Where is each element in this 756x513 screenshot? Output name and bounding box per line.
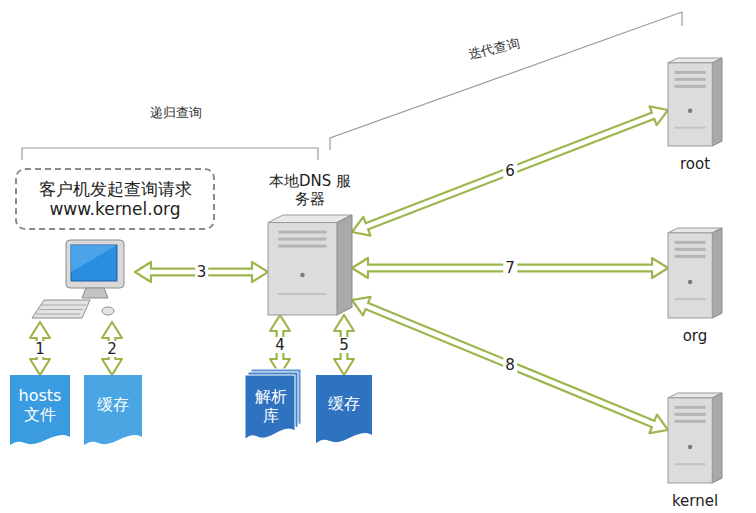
server-icon bbox=[668, 228, 722, 318]
server-icon bbox=[668, 393, 722, 483]
callout-box: 客户机发起查询请求www.kernel.org bbox=[15, 168, 215, 230]
server-icon bbox=[668, 58, 722, 146]
arrow-core bbox=[364, 115, 656, 228]
step-number: 3 bbox=[195, 264, 209, 280]
pc-icon bbox=[30, 238, 135, 322]
query-arrow bbox=[352, 297, 668, 433]
query-arrow bbox=[30, 322, 50, 375]
bracket-label: 递归查询 bbox=[150, 104, 202, 122]
step-number: 1 bbox=[33, 341, 47, 357]
text-block: org bbox=[648, 324, 742, 348]
step-number: 5 bbox=[337, 337, 351, 353]
doc-sheet bbox=[84, 375, 142, 445]
stack-node: 解析 库 bbox=[245, 375, 301, 445]
step-number: 6 bbox=[503, 163, 517, 179]
node-label: root bbox=[680, 155, 710, 173]
text-block: kernel bbox=[648, 489, 742, 513]
node-label: 缓存 bbox=[328, 394, 360, 413]
step-number: 8 bbox=[503, 357, 517, 373]
callout-text: www.kernel.org bbox=[49, 199, 180, 219]
doc-sheet bbox=[316, 375, 372, 443]
text-block: 解析 库 bbox=[245, 377, 297, 435]
node-label: org bbox=[683, 327, 708, 345]
text-block: 缓存 bbox=[316, 375, 372, 433]
doc-sheet bbox=[245, 375, 295, 439]
recursive-bracket bbox=[22, 148, 318, 160]
server-icon bbox=[268, 215, 352, 315]
server-body bbox=[668, 393, 722, 483]
text-block: 缓存 bbox=[84, 375, 142, 435]
server-body bbox=[668, 58, 722, 146]
server-node: kernel bbox=[668, 393, 722, 483]
query-arrow bbox=[352, 106, 668, 235]
doc-node: 缓存 bbox=[316, 375, 372, 445]
text-block: 本地DNS 服务器 bbox=[262, 169, 358, 211]
text-block: root bbox=[648, 152, 742, 176]
pc-node: 客户机发起查询请求www.kernel.org bbox=[30, 238, 135, 322]
step-number: 7 bbox=[503, 260, 517, 276]
doc-node: 缓存 bbox=[84, 375, 142, 447]
query-arrow bbox=[270, 315, 290, 375]
node-label: 本地DNS 服务器 bbox=[266, 172, 354, 208]
server-body bbox=[268, 215, 352, 315]
query-arrow bbox=[352, 258, 668, 278]
step-number: 4 bbox=[273, 337, 287, 353]
text-block: hosts 文件 bbox=[10, 375, 70, 435]
computer-icon bbox=[32, 240, 124, 318]
doc-sheet bbox=[10, 375, 70, 445]
server-node: 本地DNS 服务器 bbox=[268, 215, 352, 315]
doc-node: hosts 文件 bbox=[10, 375, 70, 447]
bracket-label: 迭代查询 bbox=[467, 34, 522, 64]
query-arrow bbox=[102, 322, 122, 375]
query-arrow bbox=[135, 262, 268, 282]
node-label: 解析 库 bbox=[249, 387, 293, 425]
node-label: kernel bbox=[672, 492, 718, 510]
server-node: org bbox=[668, 228, 722, 318]
callout-text: 客户机发起查询请求 bbox=[39, 179, 192, 199]
arrow-core bbox=[364, 305, 656, 425]
server-body bbox=[668, 228, 722, 318]
server-node: root bbox=[668, 58, 722, 146]
query-arrow bbox=[334, 315, 354, 375]
node-label: hosts 文件 bbox=[14, 386, 66, 424]
step-number: 2 bbox=[105, 341, 119, 357]
node-label: 缓存 bbox=[97, 395, 129, 414]
